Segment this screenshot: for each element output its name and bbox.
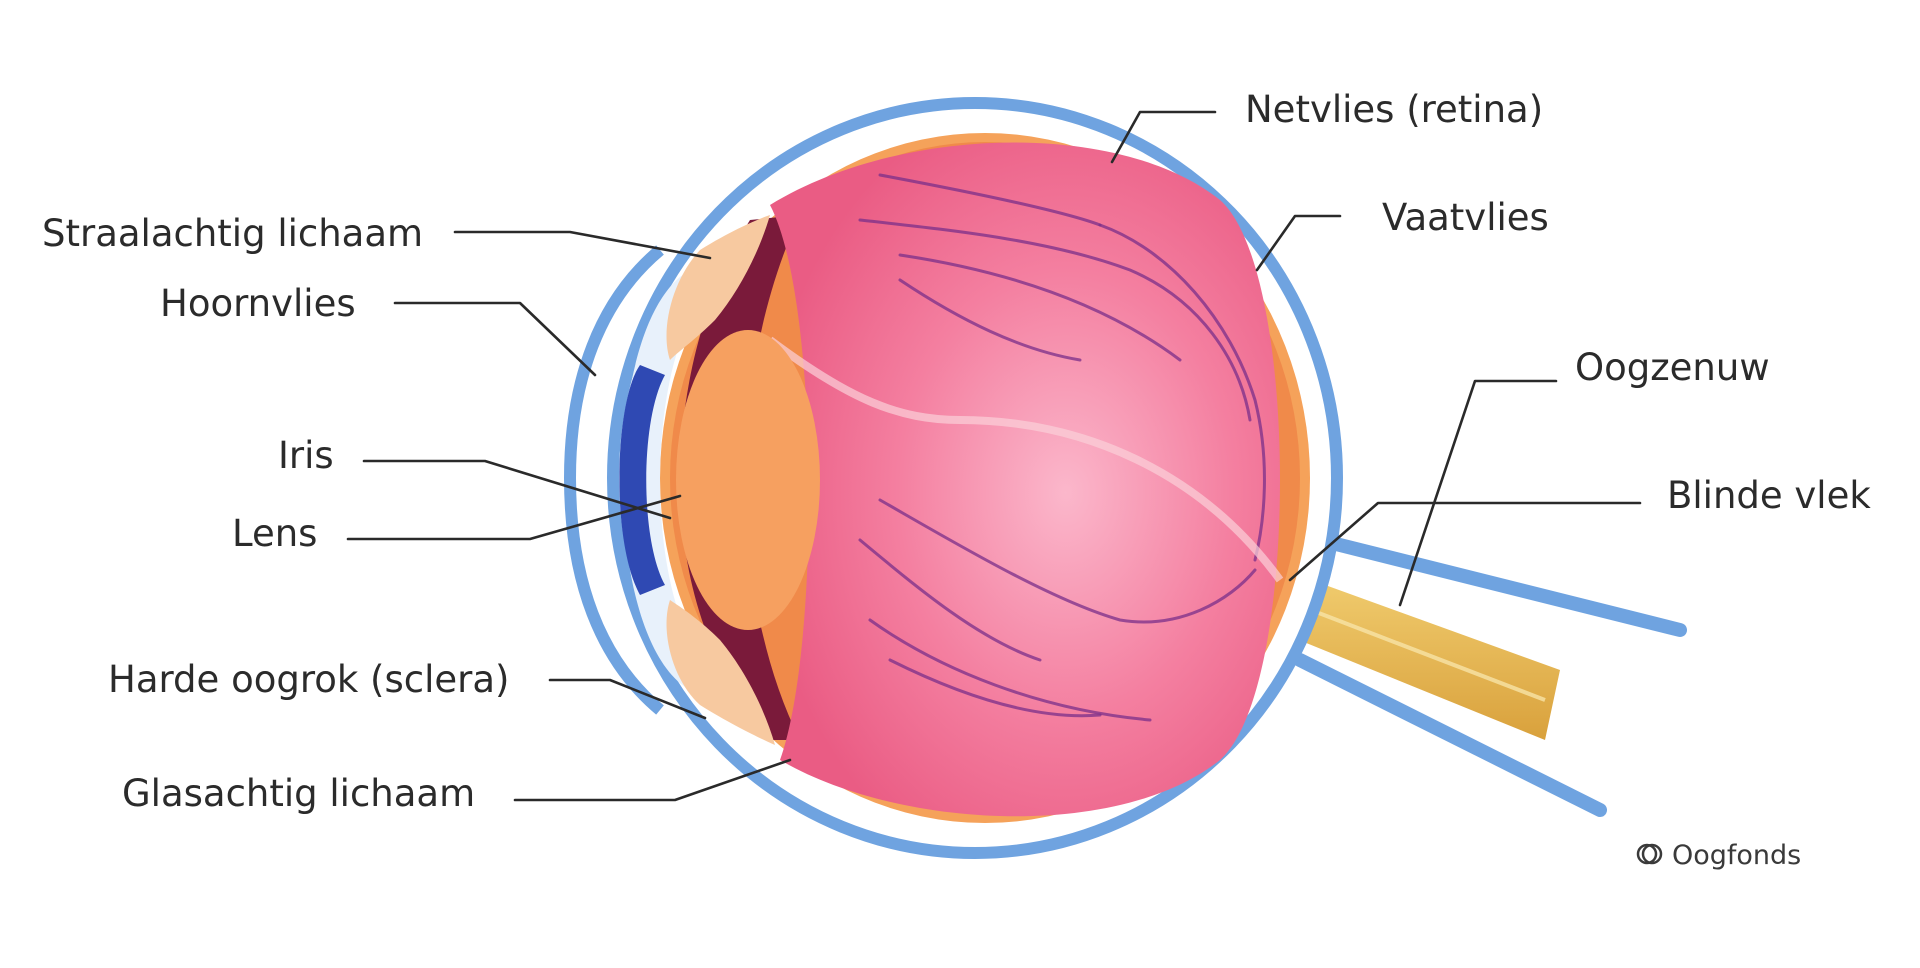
leader-straalachtig	[453, 230, 712, 260]
optic-nerve	[1262, 565, 1560, 740]
lens	[676, 330, 820, 630]
label-glasachtig-lichaam: Glasachtig lichaam	[122, 772, 475, 815]
leader-lens	[346, 494, 682, 541]
optic-nerve-sheath	[1293, 533, 1687, 817]
leader-glasachtig	[513, 758, 792, 802]
label-straalachtig-lichaam: Straalachtig lichaam	[42, 212, 423, 255]
oogfonds-logo-icon	[1636, 843, 1658, 865]
leader-lines	[346, 110, 1642, 802]
label-hoornvlies: Hoornvlies	[160, 282, 356, 325]
label-harde-oogrok: Harde oogrok (sclera)	[108, 658, 509, 701]
label-netvlies: Netvlies (retina)	[1245, 88, 1543, 131]
credit-text: Oogfonds	[1672, 840, 1801, 871]
label-iris: Iris	[278, 434, 334, 477]
leader-oogzenuw	[1398, 379, 1558, 607]
label-vaatvlies: Vaatvlies	[1382, 196, 1549, 239]
leader-sclera	[548, 678, 707, 720]
credit-oogfonds: Oogfonds	[1636, 840, 1801, 871]
leader-iris	[362, 459, 672, 520]
iris	[619, 365, 665, 595]
vitreous-body	[770, 142, 1280, 817]
leader-blinde-vlek	[1288, 501, 1642, 582]
optic-nerve-center-line	[1284, 598, 1546, 702]
leader-netvlies	[1110, 110, 1217, 164]
label-blinde-vlek: Blinde vlek	[1667, 474, 1871, 517]
leader-hoornvlies	[393, 301, 597, 377]
retinal-blood-vessels	[858, 173, 1266, 722]
leader-vaatvlies	[1255, 214, 1342, 272]
ciliary-body-bottom	[666, 600, 775, 745]
light-streak	[767, 336, 1284, 583]
label-oogzenuw: Oogzenuw	[1575, 346, 1770, 389]
label-lens: Lens	[232, 512, 317, 555]
ciliary-body-top	[666, 215, 770, 360]
